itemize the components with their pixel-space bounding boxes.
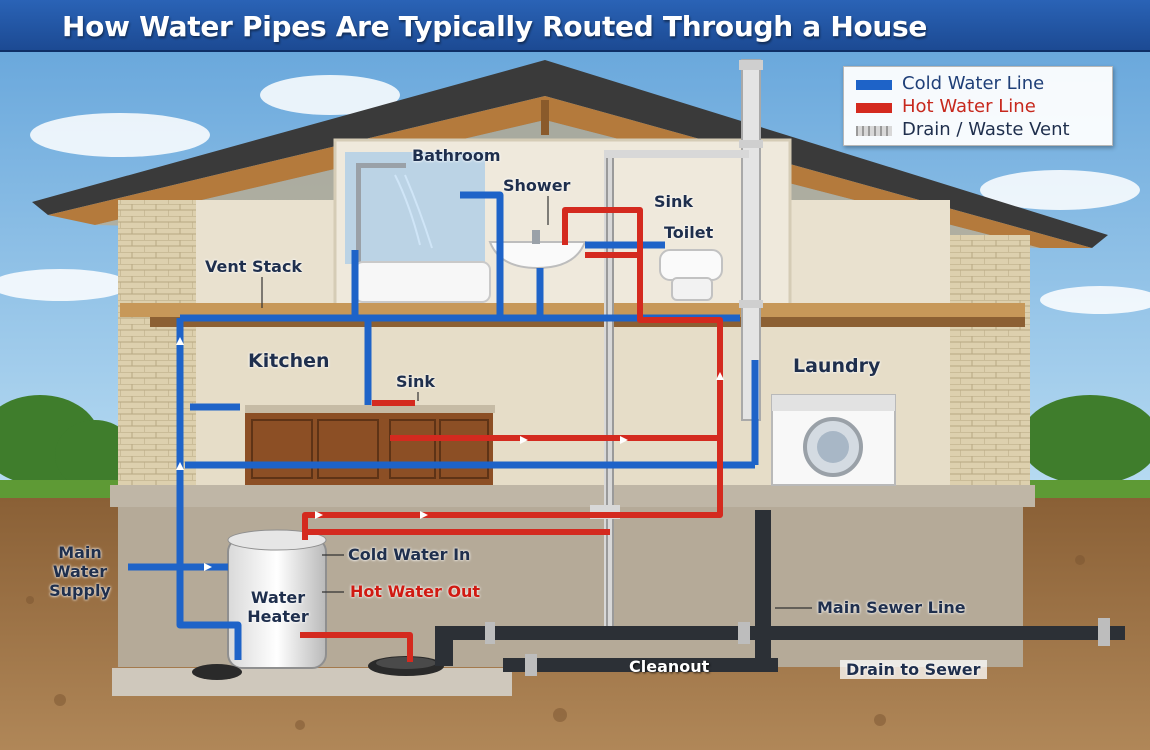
label-water-heater-line1: Water <box>238 588 318 607</box>
label-main-water-supply-line2: Water <box>30 562 130 581</box>
label-water-heater: Water Heater <box>238 588 318 626</box>
red-bar-icon <box>856 103 892 113</box>
right-brick-wall <box>950 235 1030 490</box>
label-water-heater-line2: Heater <box>238 607 318 626</box>
room-label-laundry: Laundry <box>793 355 880 377</box>
label-main-water-supply-line3: Supply <box>30 581 130 600</box>
main-floor-slab <box>110 485 1035 507</box>
basement-floor <box>112 668 512 696</box>
label-hot-water-out: Hot Water Out <box>350 582 480 601</box>
legend-label-cold: Cold Water Line <box>902 73 1044 94</box>
legend: Cold Water Line Hot Water Line Drain / W… <box>843 66 1113 146</box>
label-shower: Shower <box>503 176 570 195</box>
room-label-bathroom: Bathroom <box>412 146 501 165</box>
label-main-water-supply: Main Water Supply <box>30 543 130 600</box>
shower-enclosure <box>345 152 485 264</box>
label-drain-to-sewer: Drain to Sewer <box>840 660 987 679</box>
gray-striped-bar-icon <box>856 126 892 136</box>
vent-stack-pipe <box>739 60 763 420</box>
page-title: How Water Pipes Are Typically Routed Thr… <box>62 10 927 43</box>
label-cleanout: Cleanout <box>629 657 709 676</box>
label-vent-stack: Vent Stack <box>205 257 302 276</box>
label-cold-water-in: Cold Water In <box>348 545 470 564</box>
legend-label-hot: Hot Water Line <box>902 96 1036 117</box>
left-brick-wall <box>118 200 196 490</box>
label-main-water-supply-line1: Main <box>30 543 130 562</box>
label-main-sewer-line: Main Sewer Line <box>817 598 966 617</box>
label-kitchen-sink: Sink <box>396 372 435 391</box>
washing-machine <box>772 395 895 485</box>
room-label-kitchen: Kitchen <box>248 350 330 372</box>
title-bar: How Water Pipes Are Typically Routed Thr… <box>0 0 1150 52</box>
kitchen-countertop <box>245 405 495 413</box>
floor-drain <box>192 664 242 680</box>
label-toilet: Toilet <box>664 223 713 242</box>
blue-bar-icon <box>856 80 892 90</box>
bathtub <box>355 262 490 302</box>
label-bathroom-sink: Sink <box>654 192 693 211</box>
kitchen-cabinets <box>245 413 493 485</box>
legend-label-drain: Drain / Waste Vent <box>902 119 1070 140</box>
